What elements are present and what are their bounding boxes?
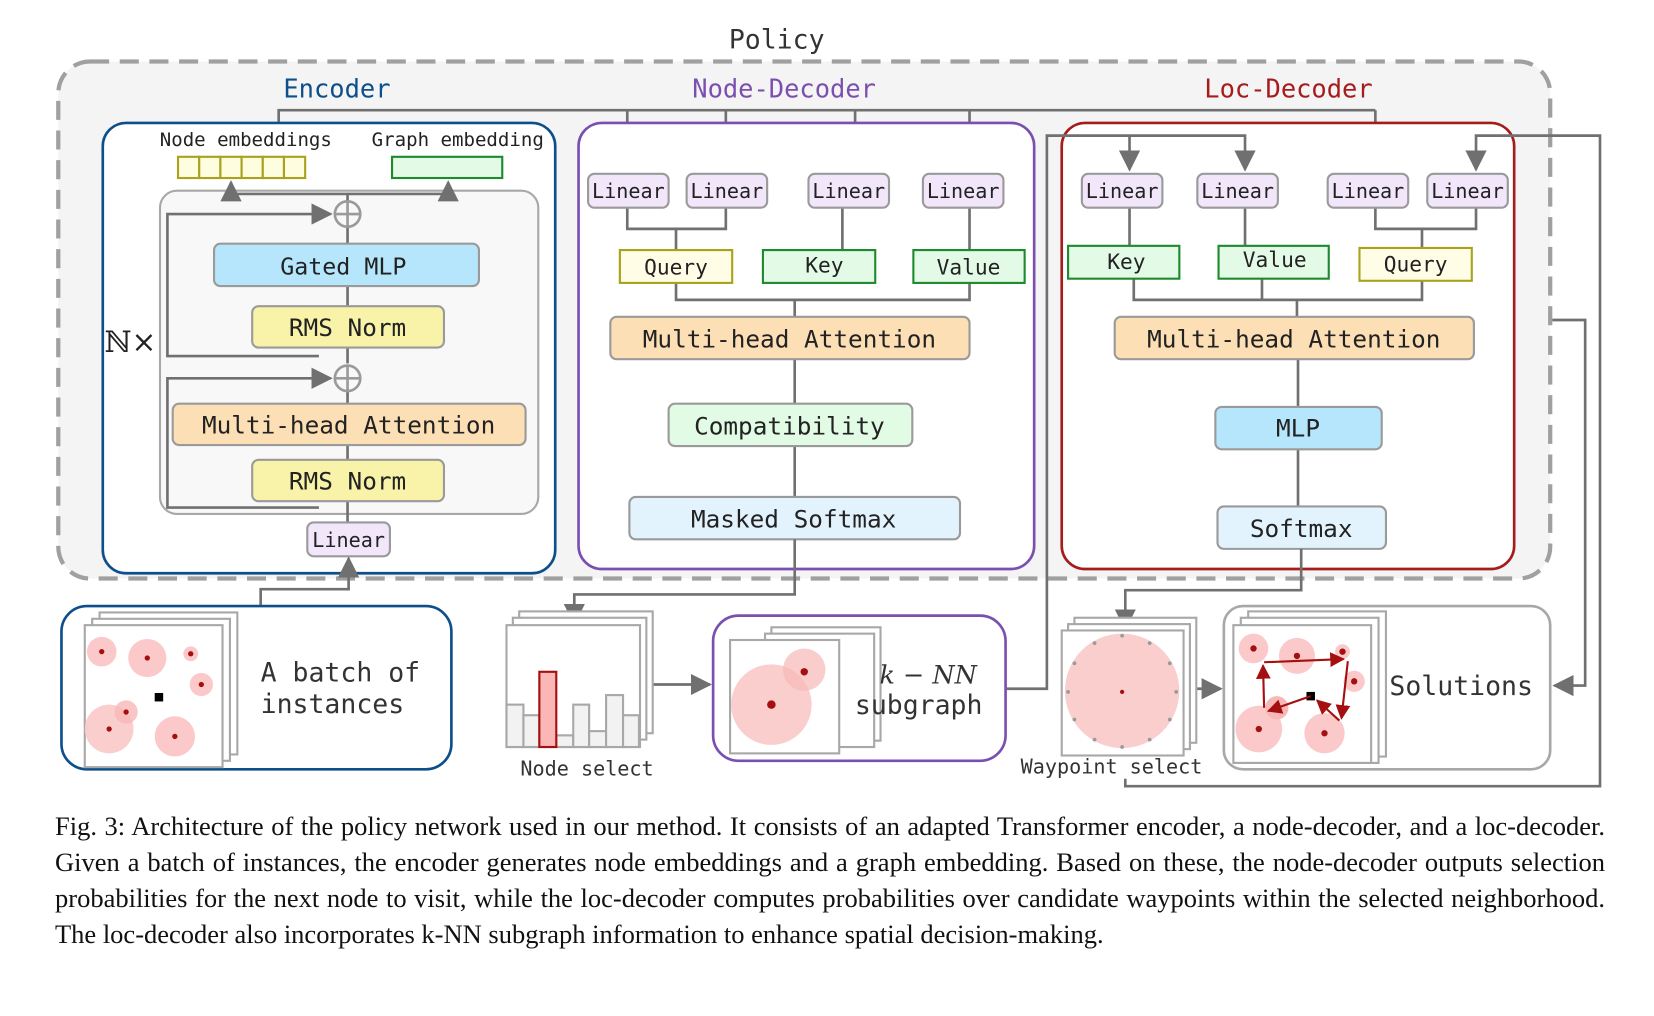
- encoder-mha-block: Multi-head Attention: [171, 402, 527, 447]
- probability-bar: [555, 734, 575, 749]
- policy-title: Policy: [729, 25, 825, 56]
- rms-norm-bottom-block: RMS Norm: [251, 458, 446, 503]
- loc-decoder-linear-2: Linear: [1196, 172, 1279, 209]
- linear-label: Linear: [812, 179, 885, 203]
- solutions-label: Solutions: [1389, 671, 1533, 702]
- policy-architecture-diagram: Policy Encoder Node-Decoder Loc-Decoder …: [56, 25, 1602, 788]
- loc-decoder-connectors: [1006, 134, 1602, 788]
- encoder-title: Encoder: [283, 73, 390, 103]
- softmax-block: Softmax: [1216, 505, 1388, 550]
- loc-decoder-key: Key: [1067, 244, 1181, 280]
- node-decoder-mha-block: Multi-head Attention: [609, 315, 971, 361]
- encoder-mha-label: Multi-head Attention: [202, 410, 495, 439]
- residual-add-top-icon: [333, 200, 362, 229]
- probability-bar: [621, 714, 640, 749]
- linear-label: Linear: [1086, 179, 1159, 203]
- rms-norm-bottom-label: RMS Norm: [289, 467, 406, 496]
- encoder-linear-label: Linear: [312, 528, 385, 552]
- node-embeddings-vector: [176, 155, 307, 180]
- rms-norm-top-block: RMS Norm: [251, 305, 446, 349]
- probability-bar: [588, 730, 608, 749]
- linear-label: Linear: [1201, 179, 1274, 203]
- loc-decoder-linear-4: Linear: [1426, 172, 1509, 209]
- node-select-label: Node select: [520, 757, 653, 781]
- linear-label: Linear: [1332, 179, 1405, 203]
- node-decoder-value: Value: [912, 249, 1026, 284]
- waypoint-select-label: Waypoint select: [1021, 755, 1203, 779]
- compatibility-block: Compatibility: [667, 402, 914, 448]
- depot-icon: [154, 692, 164, 702]
- selected-probability-bar: [538, 670, 558, 749]
- gated-mlp-label: Gated MLP: [280, 253, 406, 280]
- query-label: Query: [1384, 251, 1448, 276]
- linear-label: Linear: [927, 179, 1000, 203]
- linear-label: Linear: [592, 179, 665, 203]
- node-select-bars: [505, 670, 640, 749]
- graph-embedding-label: Graph embedding: [372, 129, 544, 151]
- value-label: Value: [1243, 247, 1307, 272]
- node-embeddings-label: Node embeddings: [160, 129, 332, 151]
- waypoint-candidates: [1064, 633, 1180, 749]
- loc-decoder-mha-label: Multi-head Attention: [1147, 325, 1440, 354]
- node-decoder-mha-label: Multi-head Attention: [643, 325, 936, 354]
- node-decoder-linear-3: Linear: [807, 172, 891, 209]
- batch-instance-nodes: [84, 636, 213, 757]
- key-label: Key: [1107, 249, 1145, 274]
- value-label: Value: [937, 254, 1001, 279]
- mlp-block: MLP: [1214, 405, 1383, 451]
- node-decoder-linear-4: Linear: [921, 172, 1005, 209]
- linear-label: Linear: [691, 179, 764, 203]
- encoder-connectors: [166, 180, 459, 523]
- probability-bar: [505, 703, 525, 749]
- loc-decoder-linear-1: Linear: [1080, 172, 1164, 209]
- graph-embedding-vector: [390, 155, 504, 180]
- node-decoder-connectors: [625, 207, 971, 497]
- probability-bar: [522, 714, 541, 749]
- masked-softmax-label: Masked Softmax: [691, 505, 896, 534]
- loc-decoder-value: Value: [1217, 244, 1330, 280]
- node-decoder-linear-1: Linear: [587, 172, 670, 209]
- loc-decoder-title: Loc-Decoder: [1204, 73, 1372, 103]
- linear-label: Linear: [1431, 179, 1504, 203]
- node-decoder-key: Key: [761, 249, 877, 284]
- gated-mlp-block: Gated MLP: [212, 242, 481, 288]
- encoder-linear-block: Linear: [306, 521, 391, 558]
- compatibility-label: Compatibility: [694, 411, 885, 440]
- bottom-flow-connectors: [259, 539, 1303, 700]
- probability-bar: [605, 694, 625, 749]
- loc-decoder-mha-block: Multi-head Attention: [1113, 315, 1475, 361]
- batch-label-1: A batch of: [261, 657, 420, 688]
- key-label: Key: [805, 252, 843, 277]
- knn-label-2: subgraph: [855, 690, 983, 721]
- probability-bar: [572, 703, 591, 749]
- node-decoder-query: Query: [618, 249, 734, 284]
- solution-route: [1235, 633, 1365, 754]
- query-label: Query: [644, 254, 708, 279]
- repeat-n-label: ℕ×: [104, 324, 156, 359]
- loc-decoder-linear-3: Linear: [1326, 172, 1410, 209]
- node-decoder-title: Node-Decoder: [692, 73, 876, 103]
- knn-subgraph-nodes: [731, 648, 826, 745]
- figure-caption: Fig. 3: Architecture of the policy netwo…: [55, 811, 1605, 949]
- knn-label-1: k − NN: [880, 659, 978, 689]
- masked-softmax-block: Masked Softmax: [628, 495, 962, 541]
- loc-decoder-query: Query: [1358, 246, 1473, 282]
- rms-norm-top-label: RMS Norm: [289, 313, 406, 342]
- mlp-label: MLP: [1276, 414, 1320, 443]
- softmax-label: Softmax: [1250, 514, 1353, 543]
- batch-label-2: instances: [261, 689, 405, 720]
- residual-add-bottom-icon: [333, 364, 362, 393]
- node-decoder-linear-2: Linear: [685, 172, 769, 209]
- waypoint-candidate-dots: [1066, 633, 1179, 749]
